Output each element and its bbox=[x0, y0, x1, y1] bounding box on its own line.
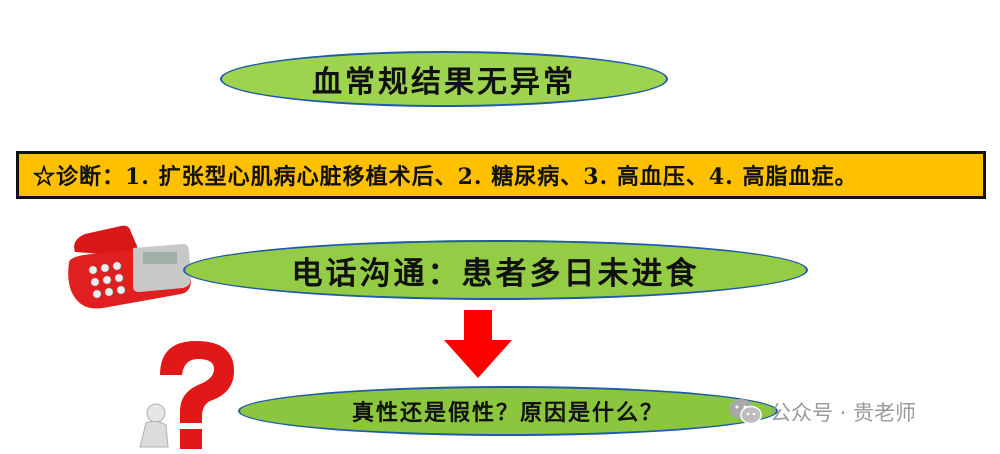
wechat-icon bbox=[729, 399, 762, 425]
watermark: 公众号 · 贵老师 bbox=[728, 397, 916, 427]
phone-text: 电话沟通：患者多日未进食 bbox=[291, 255, 700, 292]
telephone-icon bbox=[68, 225, 191, 309]
down-arrow-icon bbox=[444, 310, 512, 378]
watermark-text: 公众号 · 贵老师 bbox=[770, 401, 917, 425]
result-text: 血常规结果无异常 bbox=[312, 65, 576, 100]
question-text: 真性还是假性？原因是什么？ bbox=[351, 400, 664, 426]
diagnosis-text: ☆诊断：1. 扩张型心肌病心脏移植术后、2. 糖尿病、3. 高血压、4. 高脂血… bbox=[33, 164, 858, 190]
result-bubble: 血常规结果无异常 bbox=[220, 51, 668, 107]
phone-bubble: 电话沟通：患者多日未进食 bbox=[183, 240, 808, 300]
question-bubble: 真性还是假性？原因是什么？ bbox=[238, 386, 778, 436]
diagnosis-banner: ☆诊断：1. 扩张型心肌病心脏移植术后、2. 糖尿病、3. 高血压、4. 高脂血… bbox=[16, 151, 986, 199]
question-mark-icon bbox=[139, 341, 234, 449]
